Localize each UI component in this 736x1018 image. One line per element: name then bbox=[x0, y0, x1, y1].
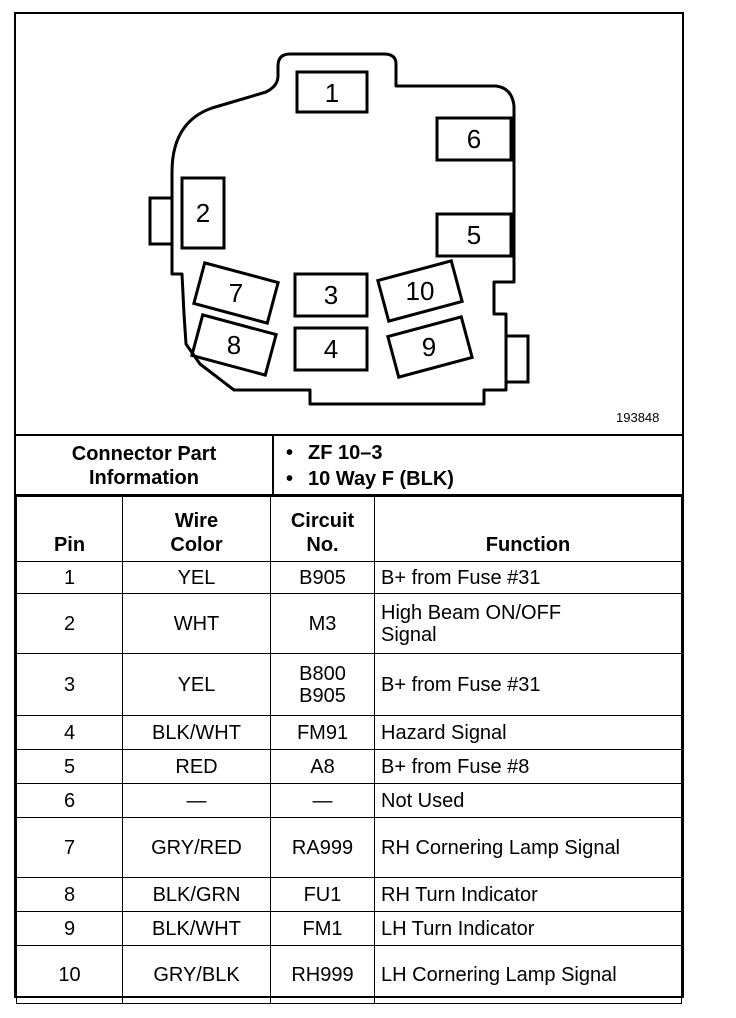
table-row: 6——Not Used bbox=[16, 783, 682, 818]
pin-label-5: 5 bbox=[466, 220, 482, 250]
wire-color-cell: RED bbox=[122, 749, 271, 784]
circuit-no-cell: RA999 bbox=[270, 817, 375, 878]
info-item: •ZF 10–3 bbox=[286, 442, 383, 464]
circuit-no-cell: B800 B905 bbox=[270, 653, 375, 716]
pin-label-3: 3 bbox=[323, 280, 339, 310]
wire-color-cell: YEL bbox=[122, 561, 271, 594]
wire-color-cell: GRY/RED bbox=[122, 817, 271, 878]
wire-color-cell: BLK/WHT bbox=[122, 715, 271, 750]
connector-part-info-label: Connector Part Information bbox=[16, 436, 274, 494]
header-function: Function bbox=[374, 496, 682, 562]
pin-cell: 3 bbox=[16, 653, 123, 716]
function-cell: LH Cornering Lamp Signal bbox=[374, 945, 682, 1004]
pin-cell: 8 bbox=[16, 877, 123, 912]
circuit-no-cell: FM91 bbox=[270, 715, 375, 750]
wire-color-cell: — bbox=[122, 783, 271, 818]
pin-label-6: 6 bbox=[466, 124, 482, 154]
connector-face-diagram: 1 6 2 5 3 4 7 8 10 9 193848 bbox=[16, 14, 686, 434]
pin-label-4: 4 bbox=[323, 334, 339, 364]
circuit-no-cell: B905 bbox=[270, 561, 375, 594]
function-cell: Hazard Signal bbox=[374, 715, 682, 750]
connector-sheet: 1 6 2 5 3 4 7 8 10 9 193848 Connector Pa… bbox=[14, 12, 686, 1004]
circuit-no-cell: M3 bbox=[270, 593, 375, 654]
header-wire-color: Wire Color bbox=[122, 496, 271, 562]
header-pin: Pin bbox=[16, 496, 123, 562]
pin-cell: 4 bbox=[16, 715, 123, 750]
pin-cell: 10 bbox=[16, 945, 123, 1004]
pin-label-8: 8 bbox=[226, 330, 242, 360]
pin-cell: 1 bbox=[16, 561, 123, 594]
circuit-no-cell: FU1 bbox=[270, 877, 375, 912]
wire-color-cell: YEL bbox=[122, 653, 271, 716]
circuit-no-cell: — bbox=[270, 783, 375, 818]
pin-cell: 5 bbox=[16, 749, 123, 784]
wire-color-cell: GRY/BLK bbox=[122, 945, 271, 1004]
circuit-no-cell: A8 bbox=[270, 749, 375, 784]
wire-color-cell: BLK/WHT bbox=[122, 911, 271, 946]
function-cell: B+ from Fuse #31 bbox=[374, 561, 682, 594]
function-cell: RH Cornering Lamp Signal bbox=[374, 817, 682, 878]
wire-color-cell: WHT bbox=[122, 593, 271, 654]
info-item: •10 Way F (BLK) bbox=[286, 468, 454, 490]
header-circuit-no: Circuit No. bbox=[270, 496, 375, 562]
pin-label-9: 9 bbox=[421, 332, 437, 362]
connector-outline-svg bbox=[148, 52, 530, 406]
function-cell: LH Turn Indicator bbox=[374, 911, 682, 946]
pin-label-10: 10 bbox=[405, 276, 435, 306]
connector-part-info-list: •ZF 10–3 •10 Way F (BLK) bbox=[286, 440, 454, 492]
function-cell: RH Turn Indicator bbox=[374, 877, 682, 912]
function-cell: Not Used bbox=[374, 783, 682, 818]
pin-cell: 6 bbox=[16, 783, 123, 818]
pin-cell: 9 bbox=[16, 911, 123, 946]
figure-number: 193848 bbox=[616, 410, 660, 425]
circuit-no-cell: FM1 bbox=[270, 911, 375, 946]
function-cell: High Beam ON/OFF Signal bbox=[374, 593, 682, 654]
function-cell: B+ from Fuse #31 bbox=[374, 653, 682, 716]
pin-label-7: 7 bbox=[228, 278, 244, 308]
connector-part-info: Connector Part Information •ZF 10–3 •10 … bbox=[16, 434, 682, 496]
pin-label-1: 1 bbox=[324, 78, 340, 108]
pin-cell: 7 bbox=[16, 817, 123, 878]
pin-label-2: 2 bbox=[195, 198, 211, 228]
function-cell: B+ from Fuse #8 bbox=[374, 749, 682, 784]
circuit-no-cell: RH999 bbox=[270, 945, 375, 1004]
pin-table-header: Pin Wire Color Circuit No. Function bbox=[16, 496, 682, 562]
wire-color-cell: BLK/GRN bbox=[122, 877, 271, 912]
pin-cell: 2 bbox=[16, 593, 123, 654]
